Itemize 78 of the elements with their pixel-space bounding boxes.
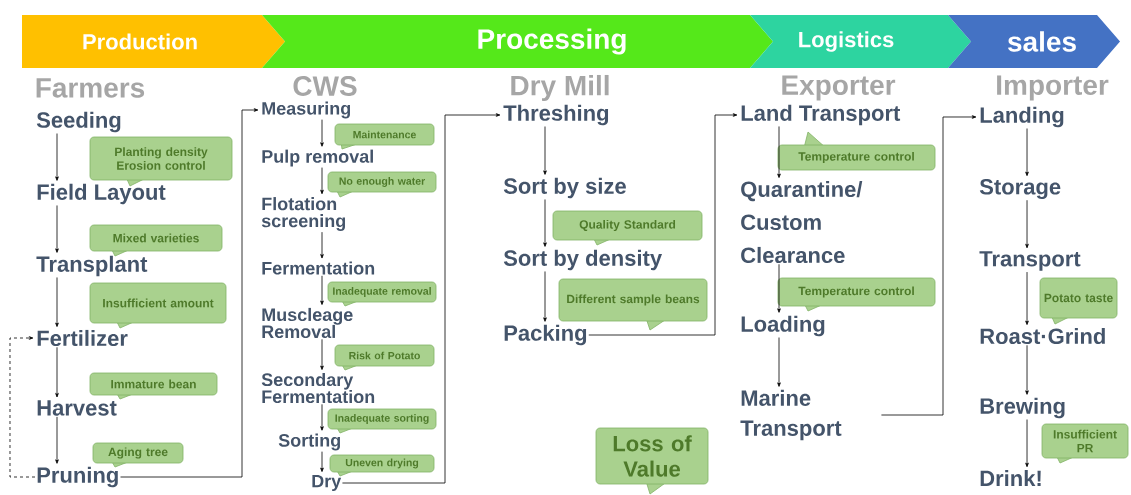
- callout-bubble: Potato taste: [1039, 277, 1118, 325]
- arrow: [543, 271, 547, 322]
- step-label: Marine Transport: [740, 389, 842, 441]
- callout-bubble: Risk of Potato: [334, 344, 435, 371]
- step-label: Fertilizer: [37, 329, 128, 347]
- stage-band: sales: [948, 15, 1120, 68]
- step-label: Transport: [979, 251, 1081, 271]
- step-label: Seeding: [36, 111, 121, 133]
- callout-bubble: Temperature control: [777, 131, 936, 171]
- callout-bubble: Insufficient PR: [1041, 423, 1129, 464]
- callout-bubble: Immature bean: [89, 372, 218, 400]
- step-label: Sort by size: [503, 177, 626, 199]
- step-label: Landing: [980, 106, 1064, 128]
- step-label: Fermentation: [262, 261, 375, 275]
- callout-bubble: Aging tree: [92, 442, 184, 468]
- step-label: Flotation screening: [261, 197, 346, 231]
- arrow: [881, 115, 977, 416]
- step-label: Sorting: [278, 433, 340, 451]
- step-label: Roast·Grind: [980, 327, 1105, 345]
- arrow: [777, 126, 781, 178]
- arrow: [588, 113, 738, 336]
- arrow: [55, 205, 59, 253]
- arrow: [777, 263, 781, 313]
- arrow: [320, 231, 324, 259]
- arrow: [1025, 344, 1029, 395]
- arrow: [1025, 271, 1029, 325]
- step-label: Transplant: [36, 255, 148, 277]
- step-label: Secondary Fermentation: [261, 372, 375, 404]
- column-heading: CWS: [293, 76, 357, 96]
- callout-bubble: No enough water: [327, 171, 437, 198]
- step-label: Quarantine/ Custom Clearance: [741, 180, 863, 264]
- arrow: [320, 119, 324, 147]
- step-label: Harvest: [37, 400, 117, 416]
- arrow: [1025, 128, 1029, 177]
- stage-band: Processing: [262, 15, 773, 68]
- arrow: [55, 346, 59, 398]
- step-label: Measuring: [262, 101, 350, 119]
- step-label: Pulp removal: [262, 149, 373, 167]
- stage-band: Production: [22, 15, 285, 68]
- stage-band: Logistics: [750, 15, 971, 68]
- arrow: [320, 338, 324, 370]
- callout-bubble: Temperature control: [777, 277, 936, 312]
- arrow: [320, 403, 324, 431]
- arrow: [9, 336, 36, 478]
- callout-bubble: Inadequate sorting: [327, 408, 437, 434]
- step-label: Land Transport: [741, 104, 901, 126]
- callout-bubble: Quality Standard: [552, 210, 703, 246]
- step-label: Sort by density: [503, 249, 662, 271]
- step-label: Dry: [312, 474, 342, 492]
- arrow: [320, 275, 324, 305]
- arrow: [543, 126, 547, 175]
- arrow: [543, 199, 547, 247]
- callout-bubble: Uneven drying: [329, 454, 435, 477]
- callout-bubble: Insufficient amount: [89, 282, 227, 329]
- step-label: Loading: [741, 315, 825, 337]
- column-heading: Dry Mill: [511, 74, 609, 102]
- column-heading: Farmers: [36, 78, 145, 98]
- step-label: Brewing: [980, 397, 1065, 419]
- arrow: [777, 337, 781, 387]
- step-label: Pruning: [37, 466, 118, 488]
- arrow: [120, 108, 259, 478]
- arrow: [55, 277, 59, 327]
- callout-bubble: Loss of Value: [595, 427, 709, 495]
- arrow: [1025, 419, 1029, 468]
- step-label: Muscleage Removal: [262, 307, 353, 339]
- callout-bubble: Inadequate removal: [327, 281, 437, 307]
- step-label: Storage: [979, 179, 1061, 199]
- arrow: [1025, 199, 1029, 249]
- arrow: [342, 113, 501, 484]
- arrow: [55, 133, 59, 181]
- arrow: [55, 416, 59, 464]
- callout-bubble: Maintenance: [334, 123, 435, 150]
- arrow: [320, 167, 324, 195]
- column-heading: Exporter: [782, 75, 896, 101]
- step-label: Drink!: [980, 470, 1041, 486]
- column-heading: Importer: [997, 75, 1109, 101]
- arrow: [320, 451, 324, 472]
- step-label: Threshing: [503, 104, 609, 126]
